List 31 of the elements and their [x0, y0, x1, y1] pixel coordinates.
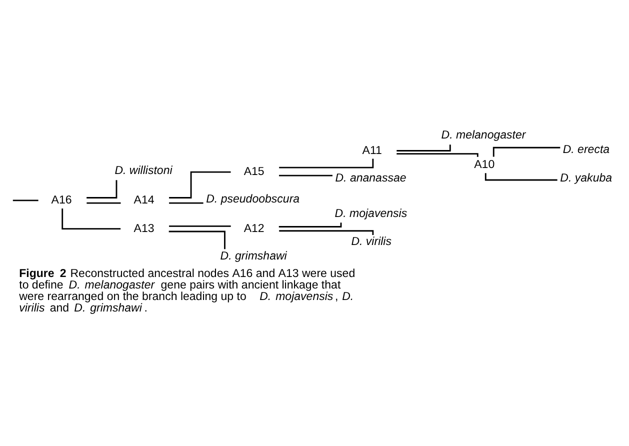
node-text: A12: [244, 222, 264, 234]
node-text: A14: [134, 194, 154, 206]
connector: [169, 170, 231, 198]
node-text: D. yakuba: [560, 172, 612, 184]
node-text: D. pseudoobscura: [206, 193, 300, 206]
caption: Figure 2 Reconstructed ancestral nodes A16 and A13 were used to define D. melanogaster gene pairs with ancient linkage that were rearranged on the branch leading up to D. mojavensis, D. virilis and D. grimshawi.: [19, 268, 356, 314]
node-text: A16: [51, 194, 72, 206]
node-text: A13: [134, 222, 154, 234]
connector: [396, 152, 478, 156]
connector: [168, 230, 226, 249]
connector: [62, 208, 121, 230]
node-text: A10: [474, 158, 495, 170]
connector: [279, 174, 332, 176]
connector: [12, 199, 38, 201]
node-text: D. erecta: [562, 143, 610, 156]
connector: [86, 180, 118, 198]
node-text: A11: [362, 144, 382, 156]
connector: [169, 224, 231, 226]
connector: [86, 202, 121, 204]
node-text: D. willistoni: [114, 164, 172, 177]
node-text: D. virilis: [351, 236, 392, 248]
connector: [484, 172, 558, 180]
connector: [278, 222, 342, 227]
node-text: D. ananassae: [335, 172, 406, 184]
connector: [492, 146, 560, 156]
node-text: A15: [244, 166, 264, 178]
connector: [169, 202, 204, 204]
connector: [396, 144, 451, 151]
node-text: D. melanogaster: [441, 129, 526, 142]
node-text: D. mojavensis: [334, 207, 408, 220]
node-text: D. grimshawi: [220, 250, 287, 262]
